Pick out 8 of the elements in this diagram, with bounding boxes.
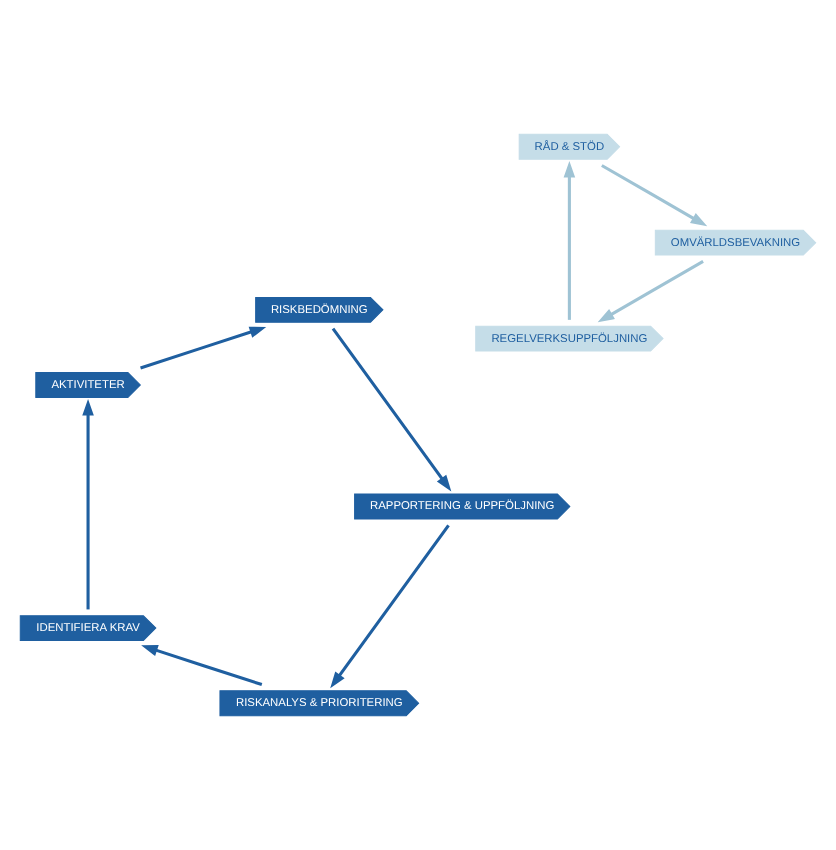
arrow bbox=[331, 327, 452, 492]
arrow bbox=[141, 644, 263, 687]
arrow bbox=[597, 260, 704, 323]
arrow bbox=[601, 164, 708, 227]
arrow bbox=[330, 524, 450, 689]
arrow bbox=[82, 399, 94, 610]
arrow bbox=[563, 160, 576, 320]
arrow bbox=[140, 326, 267, 370]
